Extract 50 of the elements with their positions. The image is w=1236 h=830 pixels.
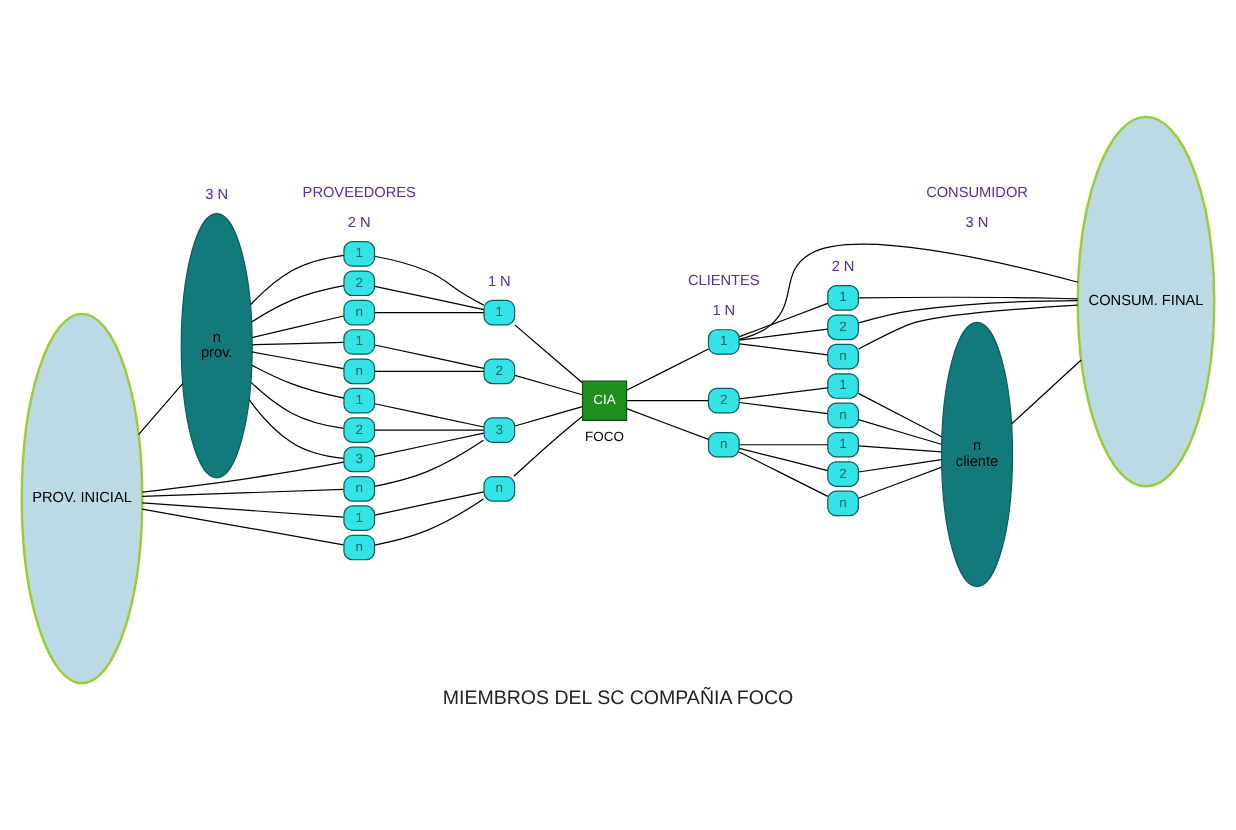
connector — [738, 450, 829, 496]
connector — [374, 438, 485, 486]
connector — [374, 343, 485, 368]
connector — [738, 327, 829, 340]
connector — [626, 347, 710, 390]
connector — [857, 444, 942, 452]
connector — [738, 386, 829, 399]
connector — [251, 350, 345, 369]
connector — [738, 400, 829, 414]
connector — [857, 391, 943, 437]
connector — [857, 295, 1079, 299]
connector — [374, 497, 485, 545]
connector — [514, 405, 583, 426]
connector — [141, 460, 345, 492]
connector — [857, 417, 942, 444]
connector — [374, 402, 485, 427]
connector — [250, 380, 345, 429]
connector — [1010, 358, 1082, 424]
connector — [137, 382, 184, 435]
connector — [626, 406, 710, 440]
connector — [251, 314, 345, 338]
connector — [374, 254, 485, 305]
connector — [857, 465, 942, 498]
connector — [141, 487, 345, 497]
connector — [141, 501, 345, 517]
connector — [514, 323, 583, 383]
connector — [738, 446, 829, 471]
connector — [374, 311, 485, 313]
connector — [251, 363, 345, 398]
connector — [514, 373, 583, 395]
connector — [251, 284, 345, 322]
connector — [248, 398, 345, 459]
connector — [374, 284, 485, 310]
connector — [857, 458, 942, 472]
connector — [374, 431, 485, 456]
connector — [374, 490, 485, 515]
connector — [513, 414, 583, 476]
connector — [857, 303, 1079, 349]
connector — [738, 443, 829, 445]
connector — [374, 369, 485, 371]
caption: MIEMBROS DEL SC COMPAÑIA FOCO — [442, 686, 794, 709]
connector — [738, 242, 1079, 340]
connector — [250, 253, 345, 305]
connector — [738, 301, 829, 337]
connector — [858, 299, 1079, 323]
connector — [251, 340, 345, 345]
connector — [374, 428, 485, 430]
connector — [626, 399, 710, 401]
connector — [141, 507, 345, 545]
connector — [738, 342, 829, 355]
